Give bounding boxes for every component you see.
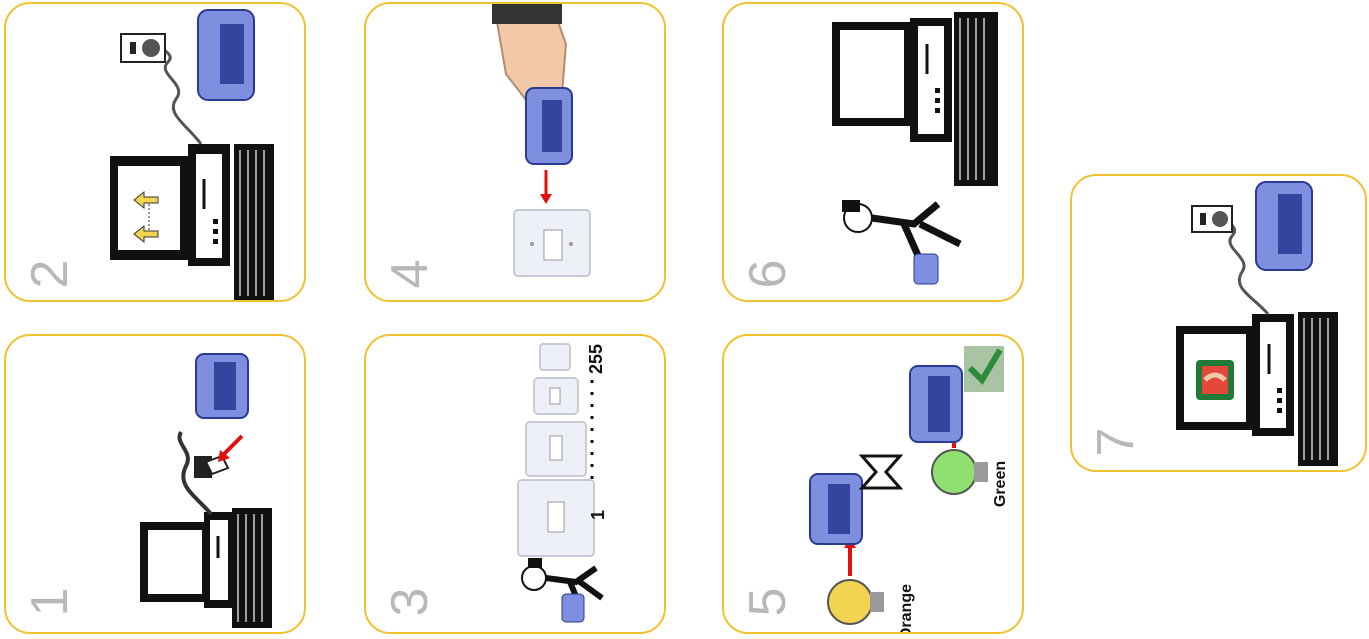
powerline-device-icon (1255, 181, 1313, 271)
step-1-panel: 1 (4, 334, 306, 634)
transfer-arrows-icon (133, 190, 159, 244)
wall-adapter-icon (539, 343, 571, 371)
checkmark-icon (964, 346, 1004, 392)
keyboard-icon (234, 144, 274, 300)
keyboard-icon (1298, 312, 1338, 466)
powerline-device-icon (525, 87, 573, 165)
powerline-device-icon (197, 9, 255, 101)
step-6-panel: 6 (722, 2, 1024, 302)
wall-adapter-icon (513, 209, 591, 277)
step-7-panel: 7 (1070, 174, 1367, 472)
step-3-illustration (517, 343, 604, 623)
wall-adapter-icon (517, 479, 595, 557)
handshake-icon (1196, 360, 1234, 400)
orange-light-icon (827, 579, 884, 625)
monitor-icon (140, 512, 234, 608)
keyboard-icon (232, 508, 272, 628)
step-2-illustration (110, 9, 274, 300)
step-5-panel: 5 Orang (722, 334, 1024, 634)
step-4-illustration (492, 4, 591, 277)
step-6-illustration (832, 12, 998, 285)
green-light-label: Green (992, 460, 1009, 508)
step-7-illustration (1176, 181, 1338, 466)
hourglass-icon (858, 454, 904, 490)
running-man-icon (842, 200, 962, 285)
powerline-device-icon (909, 365, 963, 443)
power-outlet-icon (120, 33, 166, 63)
wall-adapter-icon (533, 377, 579, 415)
green-light-icon (931, 449, 988, 495)
range-end-label: 255 (586, 343, 606, 375)
monitor-icon (1176, 314, 1294, 436)
orange-light-label: Orange (898, 584, 915, 634)
wall-adapter-icon (525, 421, 587, 477)
powerline-device-icon (195, 353, 249, 419)
running-man-icon (521, 558, 604, 623)
insert-arrow-icon (540, 170, 552, 204)
ethernet-cable-icon (177, 430, 230, 516)
step-1-illustration (140, 353, 272, 628)
monitor-icon (832, 18, 952, 142)
step-3-panel: 3 1 255 (364, 334, 666, 634)
monitor-icon (110, 144, 230, 266)
step-4-panel: 4 (364, 2, 666, 302)
power-outlet-icon (1191, 205, 1233, 233)
range-start-label: 1 (588, 510, 608, 521)
keyboard-icon (954, 12, 998, 186)
step-2-panel: 2 (4, 2, 306, 302)
step-5-illustration (809, 346, 1004, 625)
insert-arrow-icon (220, 434, 244, 458)
powerline-device-icon (809, 473, 863, 545)
